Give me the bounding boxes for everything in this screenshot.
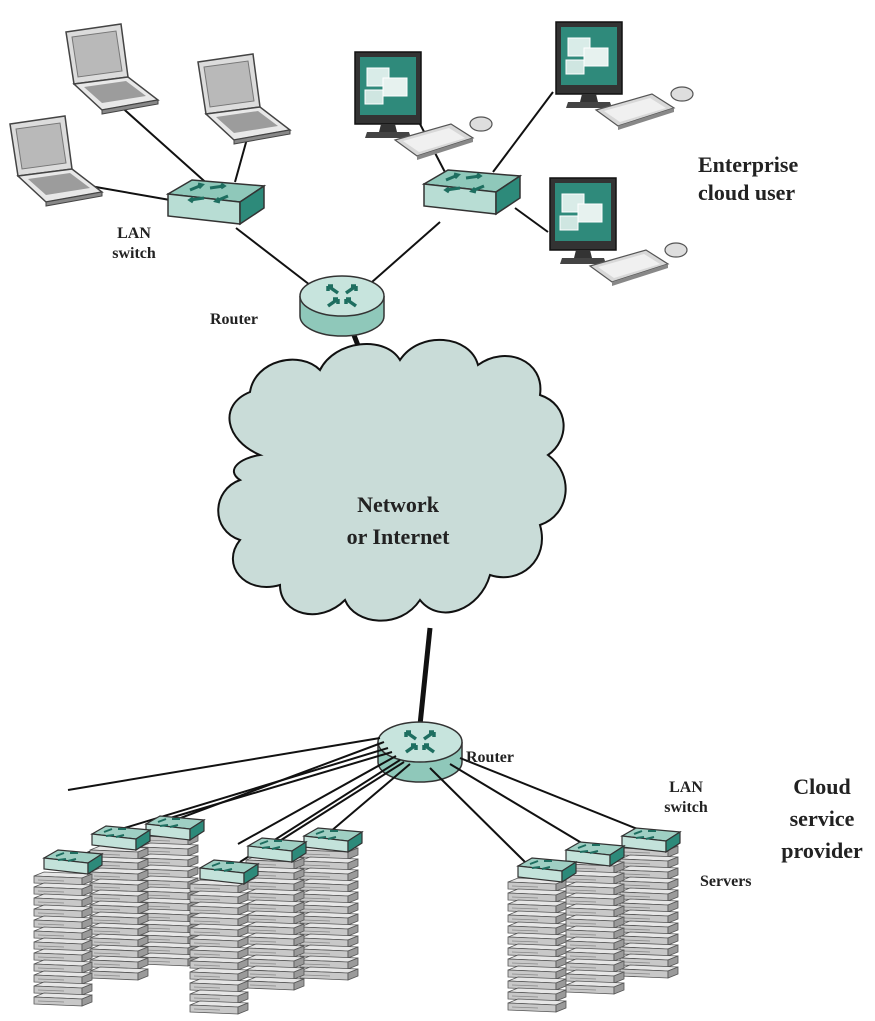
cloud-provider-label-line1: Cloud [793,774,850,799]
server-rack-icon [34,872,92,1006]
server-rack-icon [620,844,678,978]
server-rack-icon [300,846,358,980]
desktop-computer-icon [555,21,694,131]
lan-switch-icon [247,837,307,863]
cloud-icon [217,338,567,622]
lan-switch-icon [145,815,205,841]
lan-switch-icon [517,857,577,883]
enterprise-label-line2: cloud user [698,180,795,205]
server-rack-icon [566,860,624,994]
desktop-computer-icon [549,177,688,287]
network-label-line2: or Internet [347,524,451,549]
lan-switch-icon [422,168,522,216]
laptop-icon [197,53,291,145]
router-icon [298,274,386,338]
lan-switch-icon [91,825,151,851]
network-label-line1: Network [357,492,440,517]
router-label-bottom: Router [466,749,514,766]
server-cluster-right [508,827,681,1012]
router-label-top: Router [210,311,258,328]
lan-switch-label-line2: switch [112,245,156,262]
enterprise-label-line1: Enterprise [698,152,798,177]
laptop-icon [65,23,159,115]
lan-switch-icon [303,827,363,853]
server-rack-icon [508,878,566,1012]
servers-label: Servers [700,873,752,890]
cloud-provider-label-line3: provider [781,838,863,863]
lan-switch-bottom-label-line2: switch [664,799,708,816]
lan-switch-icon [166,178,266,226]
server-cluster-left [34,815,205,1006]
lan-switch-icon [621,827,681,853]
cloud-provider-label-line2: service [790,806,855,831]
lan-switch-icon [199,859,259,885]
server-rack-icon [140,832,198,966]
lan-switch-bottom-label-line1: LAN [669,779,703,796]
desktop-computer-icon [354,51,493,161]
server-rack-icon [190,880,248,1014]
server-cluster-middle [190,827,363,1014]
lan-switch-label-line1: LAN [117,225,151,242]
laptop-icon [9,115,103,207]
lan-switch-icon [43,849,103,875]
